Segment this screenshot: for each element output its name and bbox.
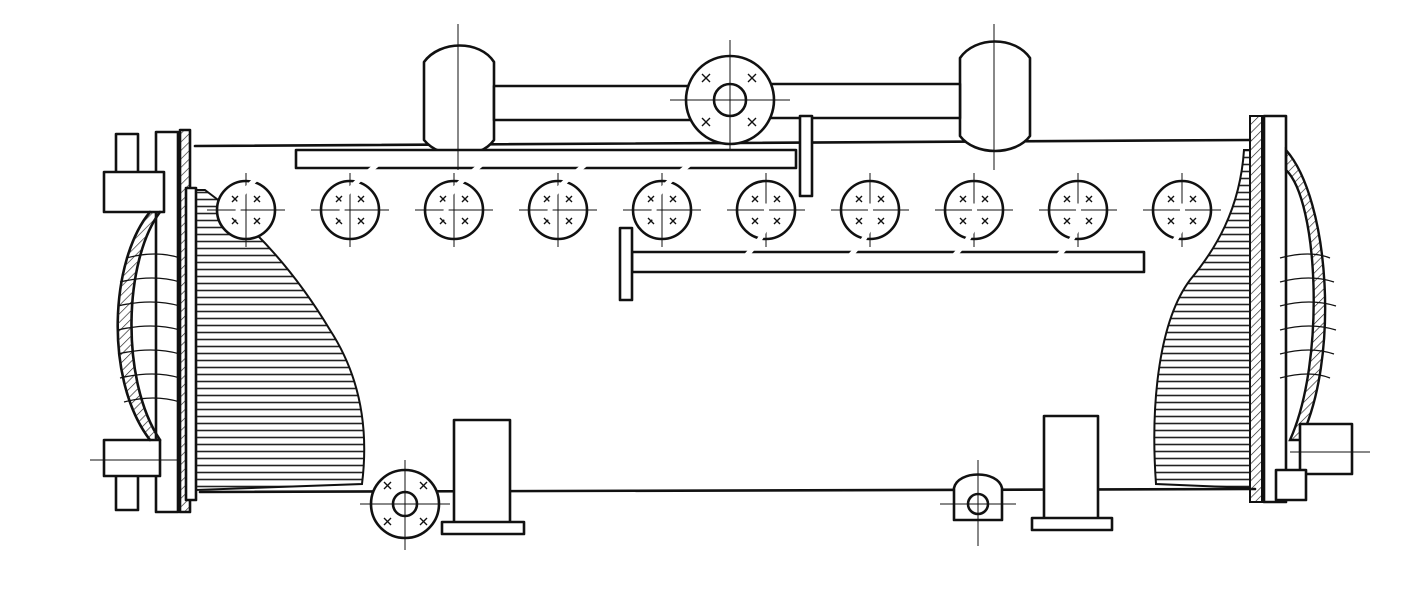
nozzle-6 [727,173,805,259]
nozzle-4 [519,159,597,247]
nozzle-3 [415,159,493,247]
lower-distribution-pipe [618,226,1146,302]
nozzle-2 [311,159,389,247]
right-tube-bundle [1153,149,1251,490]
centerlines [90,24,1370,461]
nozzle-1 [207,159,285,247]
right-channel-head [1249,114,1354,504]
left-channel-head [102,128,198,514]
top-flange-large [670,40,790,160]
top-header [422,40,1032,157]
nozzle-8 [935,173,1013,259]
support-left [440,418,526,536]
upper-distribution-pipe [294,114,814,198]
bottom-flange-left [360,460,450,550]
nozzle-10 [1143,173,1221,259]
nozzle-row [207,159,1221,259]
nozzle-5 [623,159,701,247]
nozzle-7 [831,173,909,259]
support-right [1030,414,1114,532]
bottom-flange-right [940,460,1016,546]
nozzle-9 [1039,173,1117,259]
